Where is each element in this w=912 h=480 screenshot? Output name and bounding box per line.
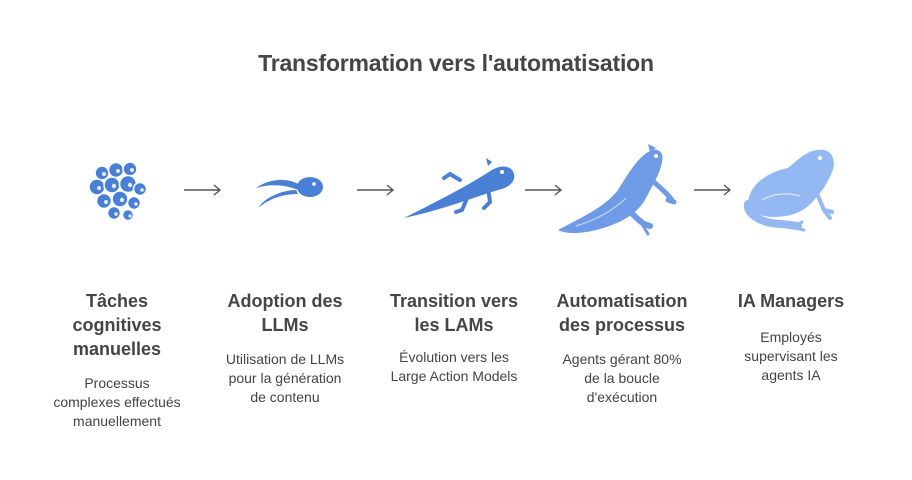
- young-frog-icon: [556, 140, 680, 250]
- stage-description-4: Agents gérant 80% de la boucle d'exécuti…: [562, 351, 682, 405]
- stage-title-5: IA Managers: [737, 291, 845, 311]
- arrow-right-icon: [524, 182, 564, 198]
- stage-description-5: Employés supervisant les agents IA: [744, 329, 838, 383]
- stage-title-2: Adoption des LLMs: [227, 291, 343, 335]
- froglet-icon: [402, 140, 520, 250]
- arrow-right-icon: [356, 182, 396, 198]
- tadpole-icon: [250, 140, 326, 250]
- stage-title-3: Transition vers les LAMs: [389, 291, 519, 335]
- stage-description-1: Processus complexes effectués manuelleme…: [53, 375, 181, 429]
- stage-title-4: Automatisation des processus: [556, 291, 688, 335]
- stage-description-2: Utilisation de LLMs pour la génération d…: [225, 351, 345, 405]
- frog-icon: [742, 140, 838, 250]
- arrow-right-icon: [183, 182, 223, 198]
- arrow-right-icon: [693, 182, 733, 198]
- eggs-icon: [82, 140, 154, 250]
- stage-description-3: Évolution vers les Large Action Models: [390, 349, 518, 384]
- diagram-title: Transformation vers l'automatisation: [258, 50, 654, 76]
- stage-title-1: Tâches cognitives manuelles: [72, 291, 162, 359]
